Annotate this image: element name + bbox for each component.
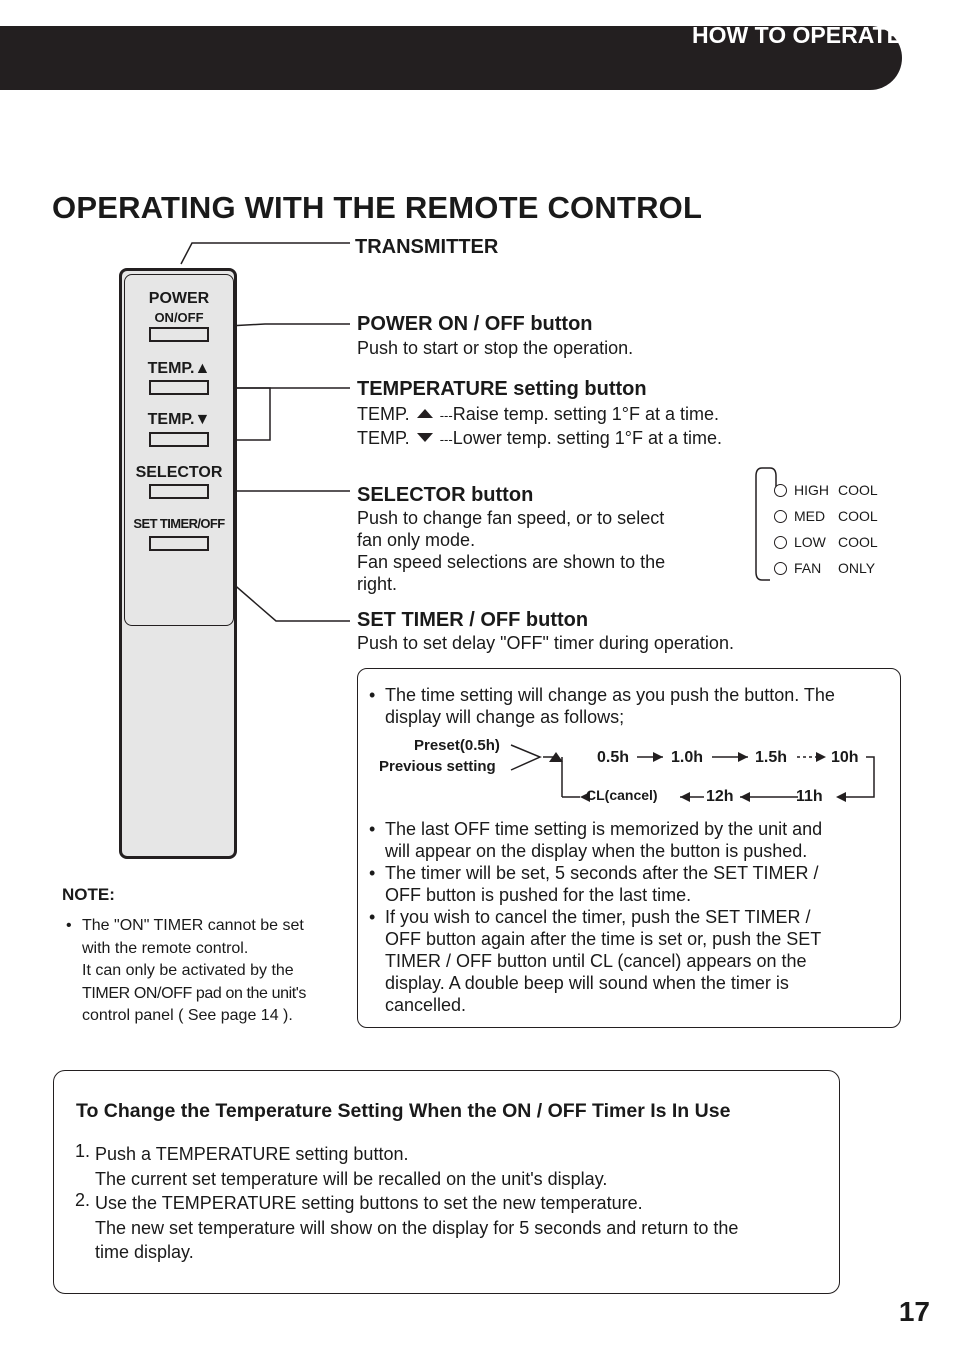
timer-button-desc: Push to set delay "OFF" timer during ope… bbox=[357, 633, 734, 653]
preset-label: Preset(0.5h) bbox=[414, 737, 500, 754]
seq-cancel: CL(cancel) bbox=[586, 787, 658, 803]
page-title: OPERATING WITH THE REMOTE CONTROL bbox=[52, 190, 703, 225]
power-button-title: POWER ON / OFF button bbox=[357, 313, 593, 335]
triangle-down-icon bbox=[416, 433, 433, 442]
page-number: 17 bbox=[898, 1296, 930, 1327]
timer-button-title: SET TIMER / OFF button bbox=[357, 609, 589, 631]
seq-item: 0.5h bbox=[597, 749, 630, 766]
seq-item: 1.0h bbox=[671, 749, 704, 766]
temp-change-title: To Change the Temperature Setting When t… bbox=[76, 1100, 731, 1122]
note-body: • The "ON" TIMER cannot be set with the … bbox=[66, 917, 307, 1024]
list-item: 2. Use the TEMPERATURE setting buttons t… bbox=[75, 1190, 739, 1262]
section-title: HOW TO OPERATE bbox=[692, 22, 902, 48]
set-timer-button[interactable] bbox=[149, 536, 209, 551]
seq-item: 10h bbox=[831, 749, 859, 766]
power-button-desc: Push to start or stop the operation. bbox=[357, 338, 634, 358]
triangle-up-icon bbox=[416, 409, 433, 418]
temp-down-desc: TEMP. ---Lower temp. setting 1°F at a ti… bbox=[357, 428, 723, 448]
remote-body bbox=[119, 268, 237, 859]
selector-button-title: SELECTOR button bbox=[357, 484, 534, 506]
temp-up-desc: TEMP. ---Raise temp. setting 1°F at a ti… bbox=[357, 404, 720, 424]
timer-info-box bbox=[357, 668, 901, 1028]
seq-item: 11h bbox=[796, 788, 823, 805]
note-title: NOTE: bbox=[62, 885, 115, 904]
power-button[interactable] bbox=[149, 327, 209, 342]
circle-icon bbox=[774, 510, 787, 523]
list-item: • If you wish to cancel the timer, push … bbox=[369, 907, 822, 1015]
temp-up-button[interactable] bbox=[149, 380, 209, 395]
temp-change-box bbox=[53, 1070, 840, 1294]
remote-button-panel bbox=[124, 274, 234, 626]
remote-power-label: POWER bbox=[148, 290, 210, 307]
seq-item: 12h bbox=[706, 788, 734, 805]
previous-setting-label: Previous setting bbox=[379, 758, 496, 775]
temp-down-button[interactable] bbox=[149, 432, 209, 447]
list-item: • The last OFF time setting is memorized… bbox=[369, 819, 823, 861]
timer-bullets: • The last OFF time setting is memorized… bbox=[369, 818, 889, 1016]
remote-temp-down-label: TEMP.▼ bbox=[147, 411, 211, 428]
remote-power-sub: ON/OFF bbox=[154, 310, 204, 325]
remote-temp-up-label: TEMP.▲ bbox=[147, 360, 211, 377]
temp-change-steps: 1. Push a TEMPERATURE setting button.The… bbox=[75, 1141, 825, 1265]
list-item: 1. Push a TEMPERATURE setting button.The… bbox=[75, 1141, 608, 1189]
list-item: • The timer will be set, 5 seconds after… bbox=[369, 863, 819, 905]
circle-icon bbox=[774, 536, 787, 549]
transmitter-label: TRANSMITTER bbox=[355, 236, 499, 258]
remote-timer-label: SET TIMER/OFF bbox=[133, 516, 225, 531]
selector-button[interactable] bbox=[149, 484, 209, 499]
circle-icon bbox=[774, 562, 787, 575]
remote-selector-label: SELECTOR bbox=[135, 464, 223, 481]
temp-button-title: TEMPERATURE setting button bbox=[357, 378, 647, 400]
section-banner bbox=[0, 26, 902, 90]
circle-icon bbox=[774, 484, 787, 497]
selector-button-desc: Push to change fan speed, or to select f… bbox=[357, 508, 666, 594]
seq-item: 1.5h bbox=[755, 749, 788, 766]
